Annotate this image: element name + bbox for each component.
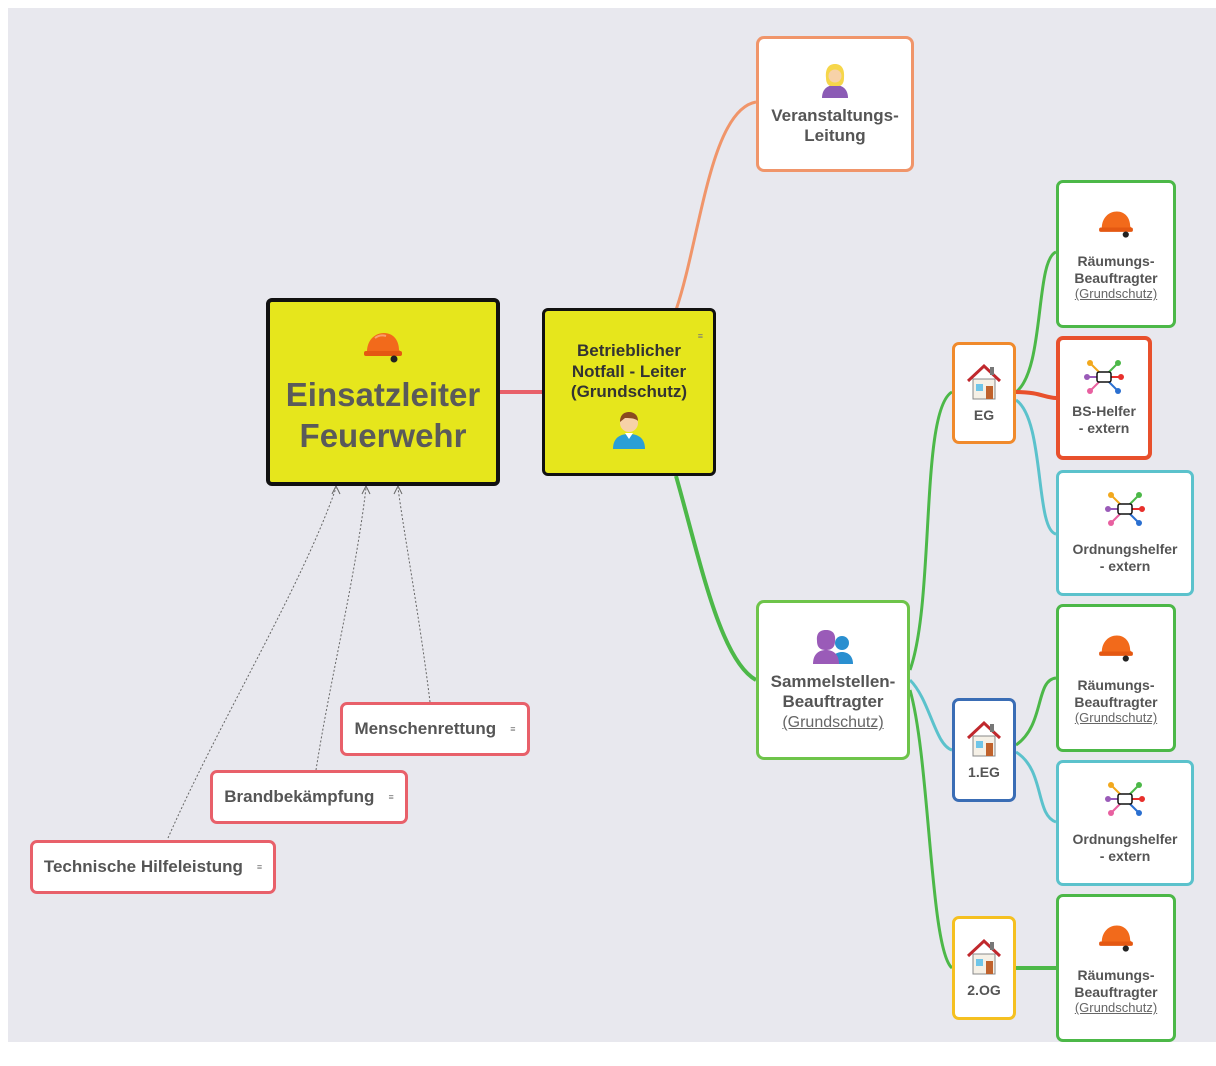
floor-2og[interactable]: 2.OG bbox=[952, 916, 1016, 1020]
helper-sub[interactable]: (Grundschutz) bbox=[1074, 710, 1158, 726]
note-icon[interactable]: ≡ bbox=[697, 331, 703, 341]
link-assembly-1eg bbox=[908, 678, 953, 752]
helmet-icon bbox=[364, 332, 402, 363]
network-icon bbox=[1105, 782, 1145, 817]
note-icon[interactable]: ≡ bbox=[388, 792, 394, 802]
house-icon bbox=[967, 363, 1001, 400]
link-task-technik bbox=[167, 487, 337, 839]
root-node[interactable]: Einsatzleiter Feuerwehr bbox=[266, 298, 500, 486]
helper-title: Ordnungshelfer - extern bbox=[1072, 541, 1178, 574]
floor-eg[interactable]: EG bbox=[952, 342, 1016, 444]
male-person-icon bbox=[613, 411, 645, 449]
task-label: Brandbekämpfung bbox=[224, 787, 375, 806]
leader-node[interactable]: Betrieblicher Notfall - Leiter (Grundsch… bbox=[542, 308, 716, 476]
helper-sub[interactable]: (Grundschutz) bbox=[1074, 1000, 1158, 1016]
helper-title: Räumungs- Beauftragter bbox=[1074, 966, 1158, 1000]
floor-label: 2.OG bbox=[967, 981, 1001, 998]
link-1eg-h3 bbox=[1015, 676, 1057, 747]
task-brandbekaempfung[interactable]: Brandbekämpfung ≡ bbox=[210, 770, 408, 824]
task-menschenrettung[interactable]: Menschenrettung ≡ bbox=[340, 702, 530, 756]
house-icon bbox=[967, 938, 1001, 975]
task-label: Menschenrettung bbox=[354, 719, 497, 738]
helper-title: BS-Helfer - extern bbox=[1072, 403, 1136, 436]
network-icon bbox=[1105, 492, 1145, 527]
link-assembly-eg bbox=[908, 390, 953, 671]
helper-sub[interactable]: (Grundschutz) bbox=[1074, 286, 1158, 302]
helper-ordnung-eg[interactable]: Ordnungshelfer - extern bbox=[1056, 470, 1194, 596]
link-task-menschenrettung bbox=[397, 487, 431, 703]
house-icon bbox=[967, 720, 1001, 757]
helmet-icon bbox=[1099, 211, 1133, 238]
helper-title: Ordnungshelfer - extern bbox=[1072, 831, 1178, 864]
helper-title: Räumungs- Beauftragter bbox=[1074, 676, 1158, 710]
group-icon bbox=[813, 629, 853, 664]
link-assembly-2og bbox=[908, 689, 954, 970]
assembly-node[interactable]: Sammelstellen- Beauftragter (Grundschutz… bbox=[756, 600, 910, 760]
helper-raeumung-2og[interactable]: Räumungs- Beauftragter (Grundschutz) bbox=[1056, 894, 1176, 1042]
helper-title: Räumungs- Beauftragter bbox=[1074, 252, 1158, 286]
assembly-title: Sammelstellen- Beauftragter bbox=[770, 671, 896, 711]
event-lead-title: Veranstaltungs- Leitung bbox=[771, 105, 899, 145]
note-icon[interactable]: ≡ bbox=[510, 724, 516, 734]
event-lead-node[interactable]: Veranstaltungs- Leitung bbox=[756, 36, 914, 172]
note-icon[interactable]: ≡ bbox=[256, 862, 263, 872]
floor-label: 1.EG bbox=[968, 763, 1000, 780]
leader-title: Betrieblicher Notfall - Leiter (Grundsch… bbox=[570, 341, 688, 402]
helper-bs-eg[interactable]: BS-Helfer - extern bbox=[1056, 336, 1152, 460]
link-leader-assembly bbox=[674, 475, 758, 682]
helmet-icon bbox=[1099, 925, 1133, 952]
link-eg-h1 bbox=[1015, 390, 1057, 400]
network-icon bbox=[1084, 360, 1124, 395]
root-title: Einsatzleiter Feuerwehr bbox=[285, 375, 481, 454]
floor-label: EG bbox=[973, 406, 995, 423]
helper-raeumung-1eg[interactable]: Räumungs- Beauftragter (Grundschutz) bbox=[1056, 604, 1176, 752]
helper-ordnung-1eg[interactable]: Ordnungshelfer - extern bbox=[1056, 760, 1194, 886]
helper-raeumung-eg[interactable]: Räumungs- Beauftragter (Grundschutz) bbox=[1056, 180, 1176, 328]
task-label: Technische Hilfeleistung bbox=[43, 857, 243, 876]
link-eg-h2 bbox=[1015, 398, 1057, 536]
floor-1eg[interactable]: 1.EG bbox=[952, 698, 1016, 802]
female-person-icon bbox=[822, 63, 848, 98]
link-eg-h0 bbox=[1014, 250, 1057, 394]
link-1eg-h4 bbox=[1015, 750, 1057, 824]
helmet-icon bbox=[1099, 635, 1133, 662]
link-leader-event bbox=[674, 100, 757, 311]
assembly-sub[interactable]: (Grundschutz) bbox=[782, 714, 884, 732]
task-technische-hilfeleistung[interactable]: Technische Hilfeleistung ≡ bbox=[30, 840, 276, 894]
